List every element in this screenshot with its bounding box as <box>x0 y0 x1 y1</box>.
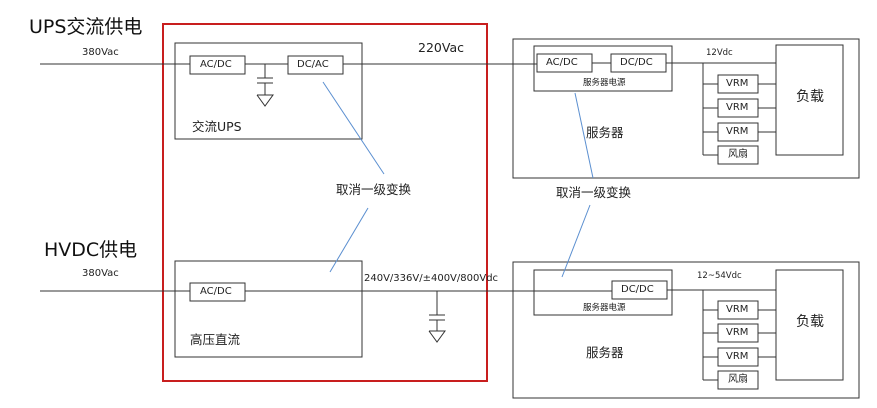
vrm-label-bottom-3: VRM <box>726 351 749 362</box>
psu-label-bottom: 服务器电源 <box>583 303 626 313</box>
server-ac-dc-label-top: AC/DC <box>546 57 578 68</box>
psu-label-top: 服务器电源 <box>583 78 626 88</box>
ups-title: UPS交流供电 <box>29 16 143 38</box>
hvdc-box <box>174 260 363 358</box>
vrm-label-top-2: VRM <box>726 102 749 113</box>
hvdc-capacitor-icon <box>428 291 446 343</box>
highlight-frame <box>162 23 488 382</box>
load-label-top: 负载 <box>796 89 824 105</box>
cancel-conversion-lines <box>322 81 594 278</box>
ups-dc-ac-label: DC/AC <box>297 59 329 70</box>
load-label-bottom: 负载 <box>796 314 824 330</box>
bottom-output-voltage: 240V/336V/±400V/800Vdc <box>364 273 499 284</box>
psu-box-top <box>533 45 673 92</box>
ups-capacitor-icon <box>256 64 274 107</box>
hvdc-ac-dc-box <box>189 282 246 302</box>
load-box-bottom <box>775 269 844 381</box>
fan-label-top: 风扇 <box>728 149 748 160</box>
server-label-top: 服务器 <box>586 125 624 140</box>
hvdc-label: 高压直流 <box>190 332 241 347</box>
server-dc-dc-label-bottom: DC/DC <box>621 284 654 295</box>
top-dc-voltage: 12Vdc <box>706 48 733 58</box>
hvdc-title: HVDC供电 <box>44 239 138 261</box>
ups-box <box>174 42 363 140</box>
server-label-bottom: 服务器 <box>586 345 624 360</box>
ups-label: 交流UPS <box>192 119 242 134</box>
cancel-label-left: 取消一级变换 <box>336 182 412 197</box>
cancel-label-right: 取消一级变换 <box>556 185 632 200</box>
top-input-voltage: 380Vac <box>82 47 119 58</box>
server-box-bottom <box>512 261 860 399</box>
hvdc-ac-dc-label: AC/DC <box>200 286 232 297</box>
bottom-input-voltage: 380Vac <box>82 268 119 279</box>
vrm-label-top-3: VRM <box>726 126 749 137</box>
bottom-dc-voltage: 12~54Vdc <box>697 271 742 281</box>
top-output-voltage: 220Vac <box>418 40 464 55</box>
fan-label-bottom: 风扇 <box>728 374 748 385</box>
server-dc-dc-label-top: DC/DC <box>620 57 653 68</box>
server-box-top <box>512 38 860 179</box>
ups-ac-dc-label: AC/DC <box>200 59 232 70</box>
ups-dc-ac-box <box>287 55 344 75</box>
psu-box-bottom <box>533 269 673 316</box>
vrm-label-bottom-2: VRM <box>726 327 749 338</box>
ups-ac-dc-box <box>189 55 246 75</box>
load-box-top <box>775 44 844 156</box>
vrm-label-top-1: VRM <box>726 78 749 89</box>
vrm-label-bottom-1: VRM <box>726 304 749 315</box>
